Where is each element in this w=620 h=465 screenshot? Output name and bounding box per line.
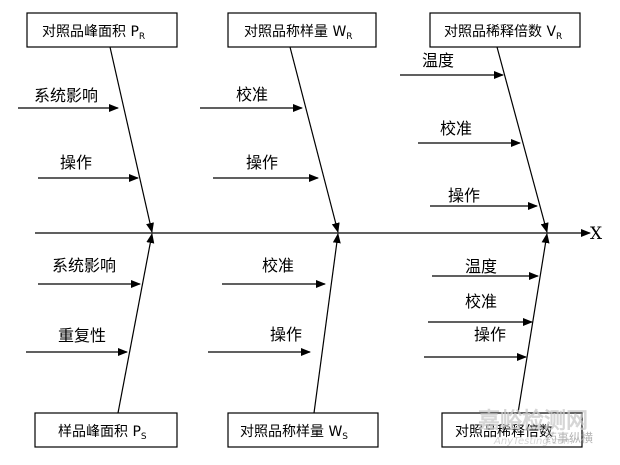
top-box-peak-area-ref: 对照品峰面积 PR: [26, 12, 178, 48]
svg-text:对照品稀释倍数 VR: 对照品稀释倍数 VR: [444, 24, 562, 42]
watermark: 嘉峪检测网 AnyTesting.com 药事纵横: [478, 408, 593, 447]
cause-label-t3a: 温度: [422, 51, 454, 70]
svg-text:样品峰面积 PS: 样品峰面积 PS: [58, 424, 147, 442]
bone-top-3: [496, 46, 549, 233]
bone-bottom-2: [313, 233, 341, 414]
cause-label-b3b: 校准: [465, 292, 497, 311]
svg-text:对照品称样量 WR: 对照品称样量 WR: [244, 24, 353, 42]
top-box-dilution-ref: 对照品稀释倍数 VR: [429, 12, 581, 48]
cause-label-b2a: 校准: [262, 256, 294, 275]
cause-label-b1a: 系统影响: [52, 256, 116, 275]
cause-label-t1b: 操作: [60, 153, 92, 172]
top-box-3-sub: R: [556, 32, 562, 42]
bottom-box-3-label: 对照品稀释倍数: [455, 424, 553, 440]
top-box-3-label: 对照品稀释倍数 V: [444, 24, 556, 40]
bone-top-2: [289, 46, 340, 233]
bottom-box-1-sub: S: [141, 432, 147, 442]
effect-label: X: [590, 224, 603, 244]
svg-text:对照品称样量 WS: 对照品称样量 WS: [240, 424, 348, 442]
cause-label-t2a: 校准: [236, 85, 268, 104]
cause-label-b2b: 操作: [270, 325, 302, 344]
bone-top-1: [109, 46, 154, 233]
watermark-logo: 药事纵横: [545, 431, 593, 445]
bottom-box-1-label: 样品峰面积 P: [58, 424, 141, 440]
bottom-box-2-sub: S: [342, 432, 348, 442]
bottom-box-weight-sample: 对照品称样量 WS: [227, 412, 379, 448]
cause-label-b3a: 温度: [465, 257, 497, 276]
bottom-box-peak-area-sample: 样品峰面积 PS: [34, 412, 178, 448]
top-box-1-sub: R: [139, 32, 145, 42]
watermark-main: 嘉峪检测网: [478, 408, 588, 434]
top-box-1-label: 对照品峰面积 P: [42, 24, 139, 40]
cause-label-b1b: 重复性: [58, 326, 106, 345]
cause-label-t3c: 操作: [448, 186, 480, 205]
top-box-2-sub: R: [346, 32, 352, 42]
cause-label-b3c: 操作: [474, 325, 506, 344]
bottom-box-2-label: 对照品称样量 W: [240, 424, 342, 440]
top-box-weight-ref: 对照品称样量 WR: [227, 12, 377, 48]
watermark-sub: AnyTesting.com: [493, 436, 574, 447]
bone-bottom-3: [517, 233, 550, 414]
svg-text:对照品稀释倍数: 对照品稀释倍数: [455, 424, 553, 440]
bottom-box-dilution-sample: 对照品稀释倍数: [441, 412, 583, 448]
top-box-2-label: 对照品称样量 W: [244, 24, 346, 40]
bone-bottom-1: [117, 233, 155, 414]
cause-label-t3b: 校准: [440, 119, 472, 138]
cause-label-t2b: 操作: [246, 153, 278, 172]
svg-text:对照品峰面积 PR: 对照品峰面积 PR: [42, 24, 145, 42]
cause-label-t1a: 系统影响: [34, 86, 98, 105]
